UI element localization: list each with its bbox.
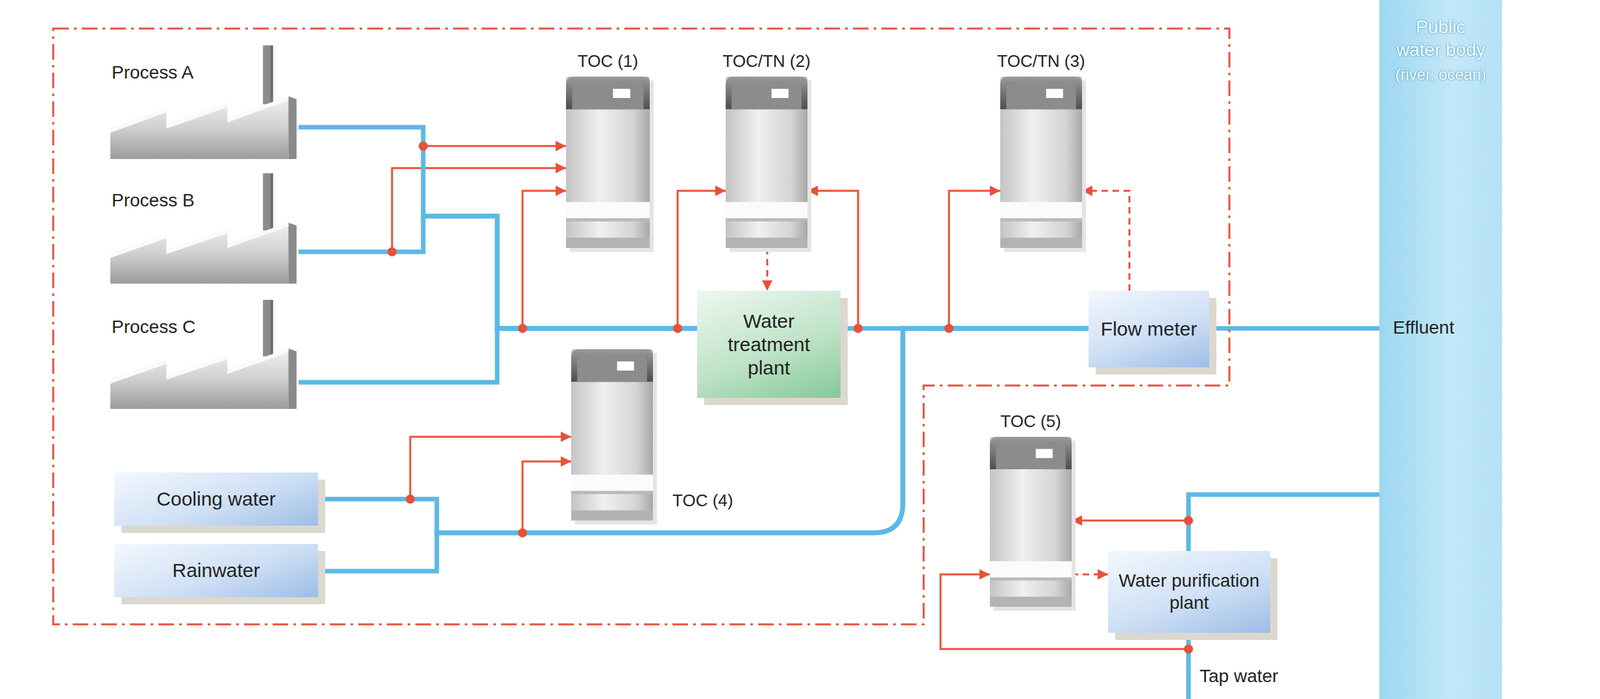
sample-line [298,168,567,252]
box-label: Flow meter [1100,317,1197,341]
control-line [1082,190,1130,291]
sample-line [318,461,572,572]
analyzer-illustration [566,76,650,248]
analyzer-node: TOC (5) [989,436,1072,607]
analyzer-label: TOC/TN (3) [996,51,1085,72]
water-pipe [1209,326,1380,332]
water-body-label: (river, ocean) [1392,64,1490,85]
tap-water-pipe [1186,632,1192,699]
analyzer-node: TOC (1) [566,76,650,248]
control-line [1071,573,1108,576]
analyzer-illustration [989,436,1072,607]
factory-illustration [110,299,299,409]
water-pipe [1188,494,1380,552]
analyzer-label: TOC (1) [577,51,639,72]
analyzer-label: TOC (4) [672,490,733,511]
sample-dot [517,528,528,538]
box-label: Rainwater [172,558,260,583]
tap-water-label: Tap water [1199,665,1279,687]
sample-dot [1183,644,1194,654]
box-label: Water treatment plant [704,309,833,380]
process-box: Cooling water [114,472,319,526]
process-box: Water treatment plant [697,290,841,398]
sample-line [1071,494,1380,521]
sample-dot [944,323,954,333]
analyzer-node: TOC/TN (2) [725,76,808,248]
water-body-band: Public water body(river, ocean) [1379,0,1502,699]
sample-line [318,436,572,500]
sample-dot [418,141,428,151]
analyzer-node: TOC (4) [571,349,653,521]
site-boundary [53,28,1230,625]
sample-dot [1183,516,1194,526]
sample-line [298,190,567,383]
analyzer-label: TOC/TN (2) [722,51,811,72]
sample-dot [405,494,415,504]
process-box: Flow meter [1088,290,1210,368]
sample-dot [387,247,397,257]
process-label: Process B [111,190,195,211]
control-line [766,247,769,291]
process-label: Process A [111,62,194,84]
sample-line [298,127,567,147]
factory-illustration [110,173,299,284]
sample-dot [853,323,863,333]
factory-node: Process C [110,299,299,409]
sampling-points [387,141,1194,654]
box-label: Water purification plant [1115,569,1263,614]
analyzer-node: TOC/TN (3) [1000,76,1083,248]
process-box: Water purification plant [1107,551,1271,633]
analyzer-illustration [725,76,808,248]
process-label: Process C [111,316,196,338]
factory-node: Process A [110,45,299,160]
effluent-label: Effluent [1392,317,1454,339]
sample-dot [517,323,528,333]
box-label: Cooling water [156,487,276,511]
analyzer-illustration [1000,76,1083,248]
water-body-label: Public water body [1392,15,1490,62]
sample-dot [673,323,683,333]
sample-line [840,190,1001,329]
water-pipe [298,328,698,383]
process-box: Rainwater [114,543,319,598]
factory-node: Process B [110,173,299,284]
analyzer-label: TOC (5) [1000,411,1061,432]
analyzer-illustration [571,349,653,521]
